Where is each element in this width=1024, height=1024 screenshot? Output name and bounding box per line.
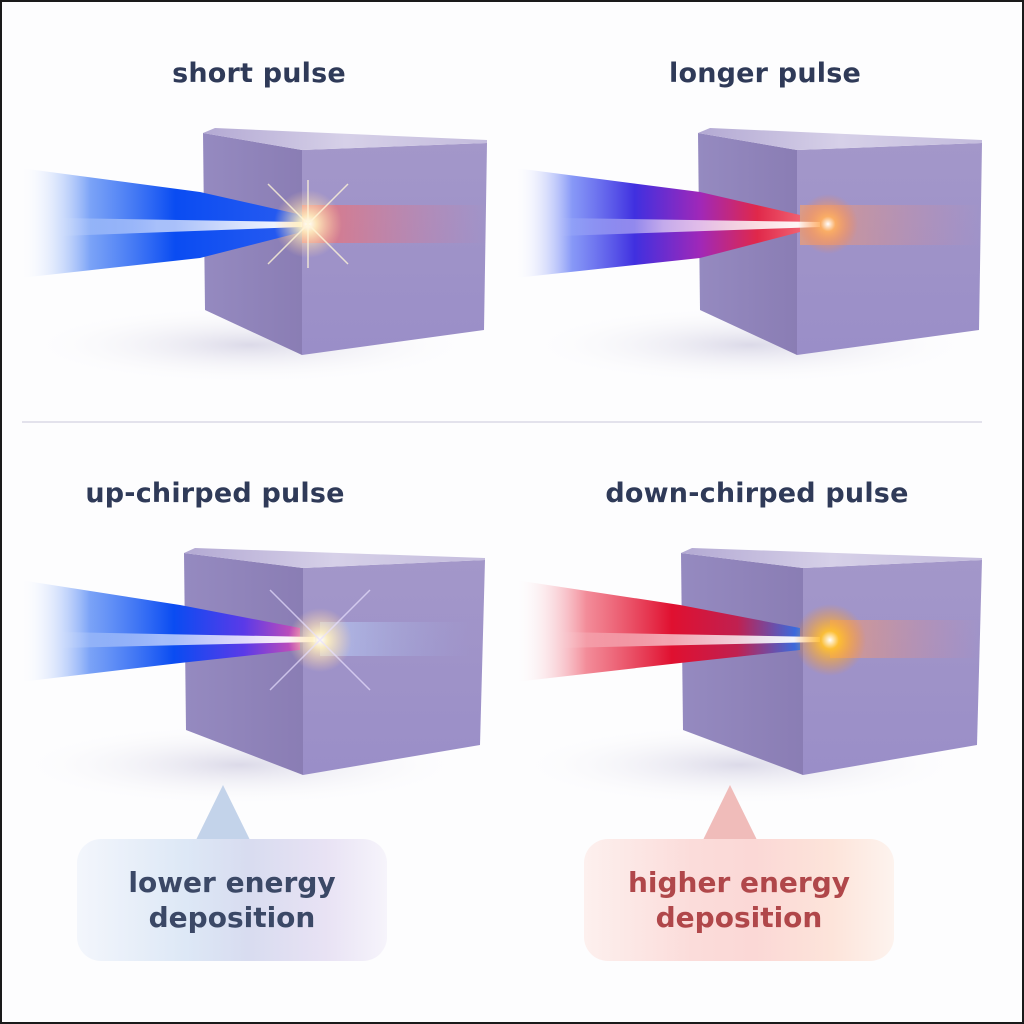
callout-lower-energy: lower energy deposition bbox=[77, 839, 387, 961]
crystal-cube bbox=[203, 128, 487, 355]
panel-title-longer-pulse: longer pulse bbox=[669, 58, 861, 89]
callout-line-1: lower energy bbox=[128, 866, 336, 899]
up-chirped-pulse-illustration bbox=[10, 548, 485, 807]
panel-title-up-chirped-pulse: up-chirped pulse bbox=[85, 478, 345, 509]
beam-core bbox=[560, 218, 820, 236]
panel-title-short-pulse: short pulse bbox=[172, 58, 346, 89]
callout-pointer-high bbox=[703, 785, 757, 840]
laser-beam-blue-with-red-tip bbox=[20, 580, 300, 682]
beam-core bbox=[560, 632, 820, 648]
focus-flare-icon bbox=[794, 604, 866, 676]
focus-flare-icon bbox=[798, 194, 858, 254]
callout-line-2: deposition bbox=[148, 901, 316, 934]
longer-pulse-illustration bbox=[515, 128, 982, 385]
crystal-cube bbox=[184, 548, 485, 775]
callout-line-1: higher energy bbox=[627, 866, 851, 899]
short-pulse-illustration bbox=[20, 128, 487, 385]
section-divider bbox=[22, 421, 982, 423]
callout-higher-energy: higher energy deposition bbox=[584, 839, 894, 961]
callout-line-2: deposition bbox=[655, 901, 823, 934]
laser-beam-red-with-blue-tip bbox=[515, 580, 800, 682]
crystal-cube bbox=[681, 548, 982, 775]
flare-rays bbox=[267, 180, 349, 268]
flare-rays bbox=[269, 589, 371, 691]
beam-core bbox=[60, 218, 302, 236]
callout-pointer-low bbox=[196, 785, 250, 840]
panel-title-down-chirped-pulse: down-chirped pulse bbox=[605, 478, 909, 509]
down-chirped-pulse-illustration bbox=[510, 548, 982, 807]
beam-core bbox=[60, 632, 315, 648]
